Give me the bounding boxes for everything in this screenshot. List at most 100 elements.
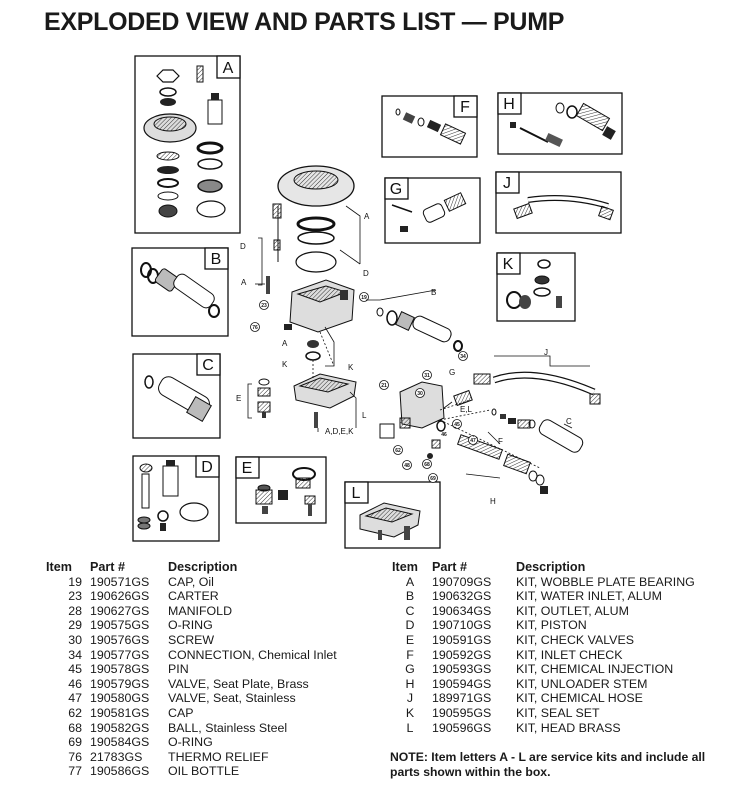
callout-b: B — [431, 288, 436, 297]
cell-part-number: 190596GS — [432, 720, 492, 735]
callout-47: 47 — [470, 438, 476, 444]
callout-31: 31 — [424, 373, 430, 379]
cell-item: H — [405, 676, 415, 691]
callout-k: K — [348, 363, 354, 372]
main-pump-assembly: A D D A B A K K E L A,D,E,K E,L G J C F … — [236, 165, 601, 506]
cell-part-number: 190581GS — [90, 705, 150, 720]
cell-description: PIN — [168, 662, 189, 677]
cell-part-number: 190577GS — [90, 647, 150, 662]
table-header-row: Item Part # Description — [392, 560, 695, 575]
cell-part-number: 190592GS — [432, 647, 492, 662]
cell-description: VALVE, Seat Plate, Brass — [168, 676, 309, 691]
cell-part-number: 190593GS — [432, 662, 492, 677]
cell-description: CARTER — [168, 589, 219, 604]
cell-part-number: 190576GS — [90, 632, 150, 647]
callout-45: 45 — [454, 422, 460, 428]
cell-item: B — [405, 589, 415, 604]
cell-description: O-RING — [168, 735, 213, 750]
callout-69: 69 — [430, 476, 436, 482]
callout-a-left: A — [241, 278, 247, 287]
box-label-e: E — [242, 460, 253, 477]
cell-part-number: 190634GS — [432, 603, 492, 618]
cell-part-number: 190709GS — [432, 574, 492, 589]
callout-a: A — [364, 212, 370, 221]
cell-description: KIT, WATER INLET, ALUM — [516, 589, 662, 604]
callout-c: C — [566, 417, 572, 426]
cell-description: KIT, OUTLET, ALUM — [516, 603, 629, 618]
cell-part-number: 190627GS — [90, 603, 150, 618]
cell-item: 46 — [68, 676, 82, 691]
callout-e: E — [236, 394, 241, 403]
cell-part-number: 190584GS — [90, 735, 150, 750]
callout-76: 76 — [252, 325, 258, 331]
cell-part-number: 190626GS — [90, 589, 150, 604]
callout-el: E,L — [460, 405, 473, 414]
callout-68: 68 — [424, 462, 430, 468]
cell-description: VALVE, Seat, Stainless — [168, 691, 296, 706]
cell-part-number: 190578GS — [90, 662, 150, 677]
header-part: Part # — [90, 560, 126, 574]
callout-34: 34 — [460, 354, 466, 360]
exploded-view-diagram: A B C — [131, 55, 623, 549]
box-label-j: J — [503, 175, 511, 192]
callout-d-left: D — [240, 242, 246, 251]
box-label-h: H — [503, 96, 515, 113]
cell-item: E — [405, 632, 415, 647]
callout-h: H — [490, 497, 496, 506]
cell-part-number: 190571GS — [90, 574, 150, 589]
kit-box-f: F — [381, 95, 478, 158]
box-label-k: K — [503, 256, 514, 273]
cell-description: CAP — [168, 705, 194, 720]
callout-g: G — [449, 368, 455, 377]
service-kit-note: NOTE: Item letters A - L are service kit… — [390, 750, 706, 779]
kit-box-d: D — [132, 455, 220, 542]
parts-table-left: Item Part # Description 19 190571GS CAP, O… — [46, 560, 337, 779]
cell-item: 77 — [68, 764, 82, 779]
header-description: Description — [516, 560, 586, 574]
cell-description: KIT, SEAL SET — [516, 705, 600, 720]
kit-box-j: J — [495, 171, 622, 234]
callout-adek: A,D,E,K — [325, 427, 354, 436]
header-item: Item — [46, 560, 72, 574]
box-label-f: F — [460, 99, 470, 116]
callout-23: 23 — [261, 303, 267, 309]
cell-description: CAP, Oil — [168, 574, 214, 589]
cell-item: J — [406, 691, 414, 706]
cell-item: 19 — [68, 574, 82, 589]
cell-description: MANIFOLD — [168, 603, 233, 618]
cell-description: KIT, CHEMICAL INJECTION — [516, 662, 674, 677]
cell-description: CONNECTION, Chemical Inlet — [168, 647, 337, 662]
cell-part-number: 190580GS — [90, 691, 150, 706]
callout-48: 48 — [404, 463, 410, 469]
box-label-d: D — [201, 459, 213, 476]
cell-description: KIT, INLET CHECK — [516, 647, 623, 662]
header-part: Part # — [432, 560, 468, 574]
cell-description: KIT, WOBBLE PLATE BEARING — [516, 574, 695, 589]
kit-box-a: A — [134, 55, 241, 234]
header-item: Item — [392, 560, 418, 574]
cell-part-number: 190594GS — [432, 676, 492, 691]
cell-description: KIT, CHEMICAL HOSE — [516, 691, 643, 706]
kit-box-e: E — [235, 456, 327, 524]
header-description: Description — [168, 560, 238, 574]
kit-box-l: L — [344, 481, 441, 549]
cell-item: 69 — [68, 735, 82, 750]
cell-description: KIT, PISTON — [516, 618, 587, 633]
